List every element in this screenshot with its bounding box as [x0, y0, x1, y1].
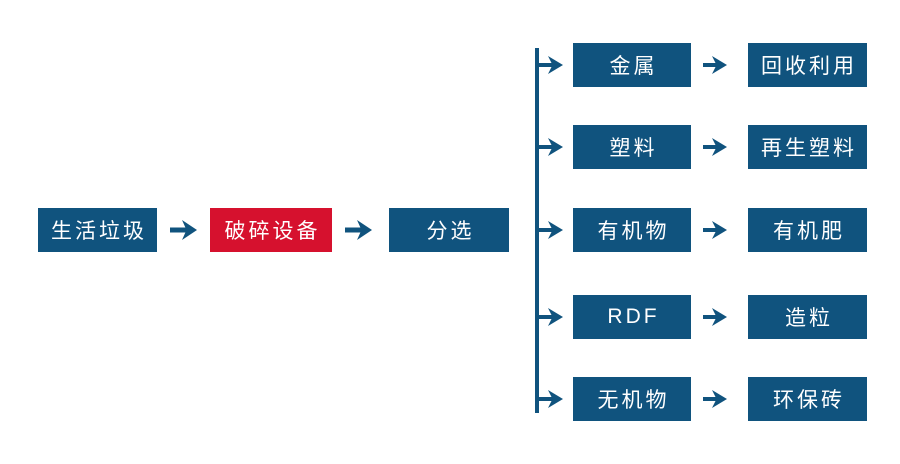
arrow-right-icon — [345, 220, 372, 240]
arrow-right-icon — [703, 390, 727, 408]
arrow-right-icon — [539, 138, 563, 156]
result-box-granulation: 造粒 — [748, 295, 867, 339]
arrow-right-icon — [703, 56, 727, 74]
arrow-right-icon — [539, 56, 563, 74]
node-sorting: 分选 — [389, 208, 509, 252]
branch-row-rdf: RDF 造粒 — [0, 295, 900, 339]
arrow-right-icon — [703, 138, 727, 156]
result-box-recycled-plastic: 再生塑料 — [748, 125, 867, 169]
arrow-right-icon — [539, 390, 563, 408]
arrow-right-icon — [703, 221, 727, 239]
branch-row-organic: 有机物 有机肥 — [0, 208, 900, 252]
branch-row-inorganic: 无机物 环保砖 — [0, 377, 900, 421]
arrow-right-icon — [170, 220, 197, 240]
arrow-right-icon — [539, 221, 563, 239]
branch-trunk-line — [535, 48, 539, 413]
node-household-waste: 生活垃圾 — [38, 208, 157, 252]
result-box-recycling: 回收利用 — [748, 43, 867, 87]
result-box-eco-brick: 环保砖 — [748, 377, 867, 421]
node-crushing-equipment: 破碎设备 — [210, 208, 332, 252]
arrow-right-icon — [703, 308, 727, 326]
result-box-organic-fertilizer: 有机肥 — [748, 208, 867, 252]
branch-row-plastic: 塑料 再生塑料 — [0, 125, 900, 169]
category-box-inorganic: 无机物 — [573, 377, 691, 421]
category-box-plastic: 塑料 — [573, 125, 691, 169]
arrow-right-icon — [539, 308, 563, 326]
category-box-metal: 金属 — [573, 43, 691, 87]
category-box-rdf: RDF — [573, 295, 691, 339]
category-box-organic: 有机物 — [573, 208, 691, 252]
branch-row-metal: 金属 回收利用 — [0, 43, 900, 87]
